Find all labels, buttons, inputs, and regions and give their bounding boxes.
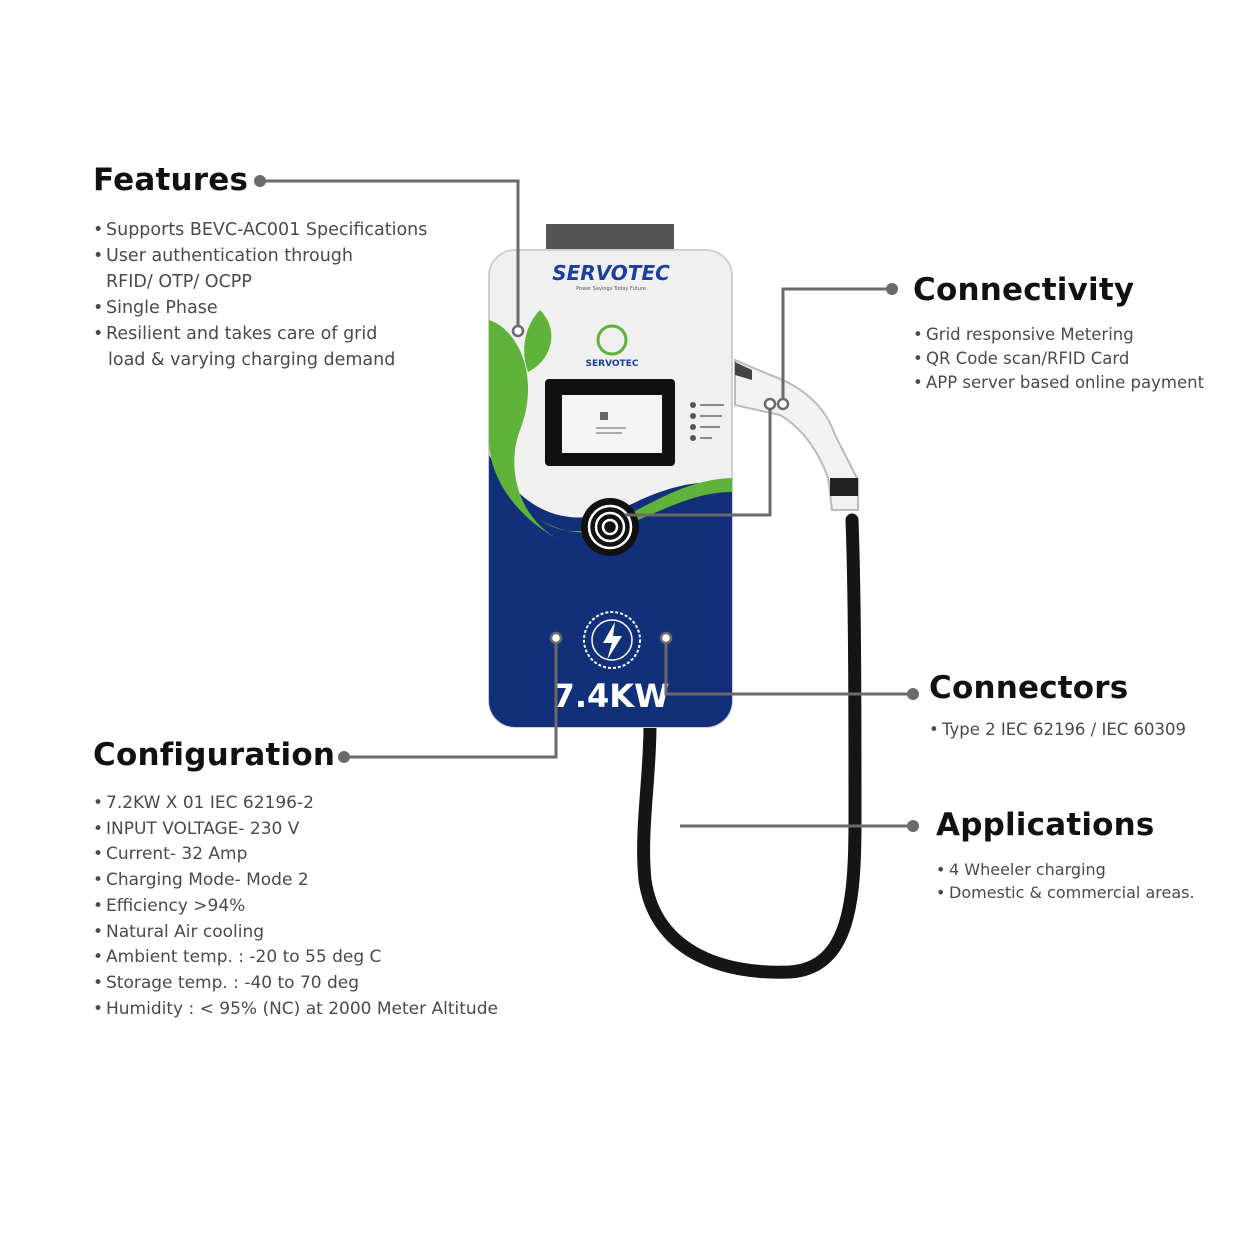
connectivity-heading: Connectivity xyxy=(913,272,1135,308)
list-item: Ambient temp. : -20 to 55 deg C xyxy=(93,945,498,971)
list-item: INPUT VOLTAGE- 230 V xyxy=(93,817,498,843)
connectors-leader-line xyxy=(664,638,913,696)
features-leader-line xyxy=(262,179,520,329)
features-section: Features Supports BEVC-AC001 Specificati… xyxy=(93,165,427,373)
navy-panel xyxy=(489,455,732,727)
configuration-leader-line xyxy=(344,638,558,759)
list-item: Grid responsive Metering xyxy=(913,323,1204,347)
list-item: 4 Wheeler charging xyxy=(936,858,1195,881)
connectors-section: Connectors Type 2 IEC 62196 / IEC 60309 xyxy=(929,670,1186,743)
charging-cable xyxy=(637,513,862,979)
list-item: Efficiency >94% xyxy=(93,894,498,920)
list-item: APP server based online payment xyxy=(913,371,1204,395)
list-item: Domestic & commercial areas. xyxy=(936,881,1195,904)
applications-heading: Applications xyxy=(936,807,1155,843)
configuration-section: Configuration 7.2KW X 01 IEC 62196-2 INP… xyxy=(93,737,498,1023)
connector-gun xyxy=(734,358,859,511)
bolt-badge-icon xyxy=(583,611,641,669)
list-item: Supports BEVC-AC001 Specifications xyxy=(93,217,427,243)
list-item: Natural Air cooling xyxy=(93,920,498,946)
connectors-heading: Connectors xyxy=(929,670,1129,706)
connectivity-leader-line xyxy=(781,287,892,404)
power-rating: 7.4KW xyxy=(553,677,670,715)
list-item: Humidity : < 95% (NC) at 2000 Meter Alti… xyxy=(93,997,498,1023)
applications-list: 4 Wheeler charging Domestic & commercial… xyxy=(936,858,1195,904)
rfid-leader-line xyxy=(625,404,772,517)
green-wave xyxy=(540,478,732,533)
applications-section: Applications 4 Wheeler charging Domestic… xyxy=(936,807,1195,905)
connectors-list: Type 2 IEC 62196 / IEC 60309 xyxy=(929,718,1186,742)
green-leaf xyxy=(489,320,560,540)
svg-text:SERVOTEC: SERVOTEC xyxy=(586,359,639,369)
led-indicator xyxy=(690,402,696,408)
configuration-list: 7.2KW X 01 IEC 62196-2 INPUT VOLTAGE- 23… xyxy=(93,791,498,1022)
list-item: Type 2 IEC 62196 / IEC 60309 xyxy=(929,718,1186,742)
emblem-icon xyxy=(596,324,628,356)
configuration-heading: Configuration xyxy=(93,737,336,773)
brand-tagline: Power Savings Today Future xyxy=(576,286,646,292)
connectivity-list: Grid responsive Metering QR Code scan/RF… xyxy=(913,323,1204,395)
list-item: Single Phase xyxy=(93,295,427,321)
list-item: Charging Mode- Mode 2 xyxy=(93,868,498,894)
connectivity-section: Connectivity Grid responsive Metering QR… xyxy=(913,272,1204,396)
features-list: Supports BEVC-AC001 Specifications User … xyxy=(93,217,427,373)
list-item: QR Code scan/RFID Card xyxy=(913,347,1204,371)
list-item: 7.2KW X 01 IEC 62196-2 xyxy=(93,791,498,817)
features-heading: Features xyxy=(93,162,249,198)
list-item: Storage temp. : -40 to 70 deg xyxy=(93,971,498,997)
brand-logo: SERVOTEC xyxy=(552,261,670,285)
list-item: Current- 32 Amp xyxy=(93,842,498,868)
